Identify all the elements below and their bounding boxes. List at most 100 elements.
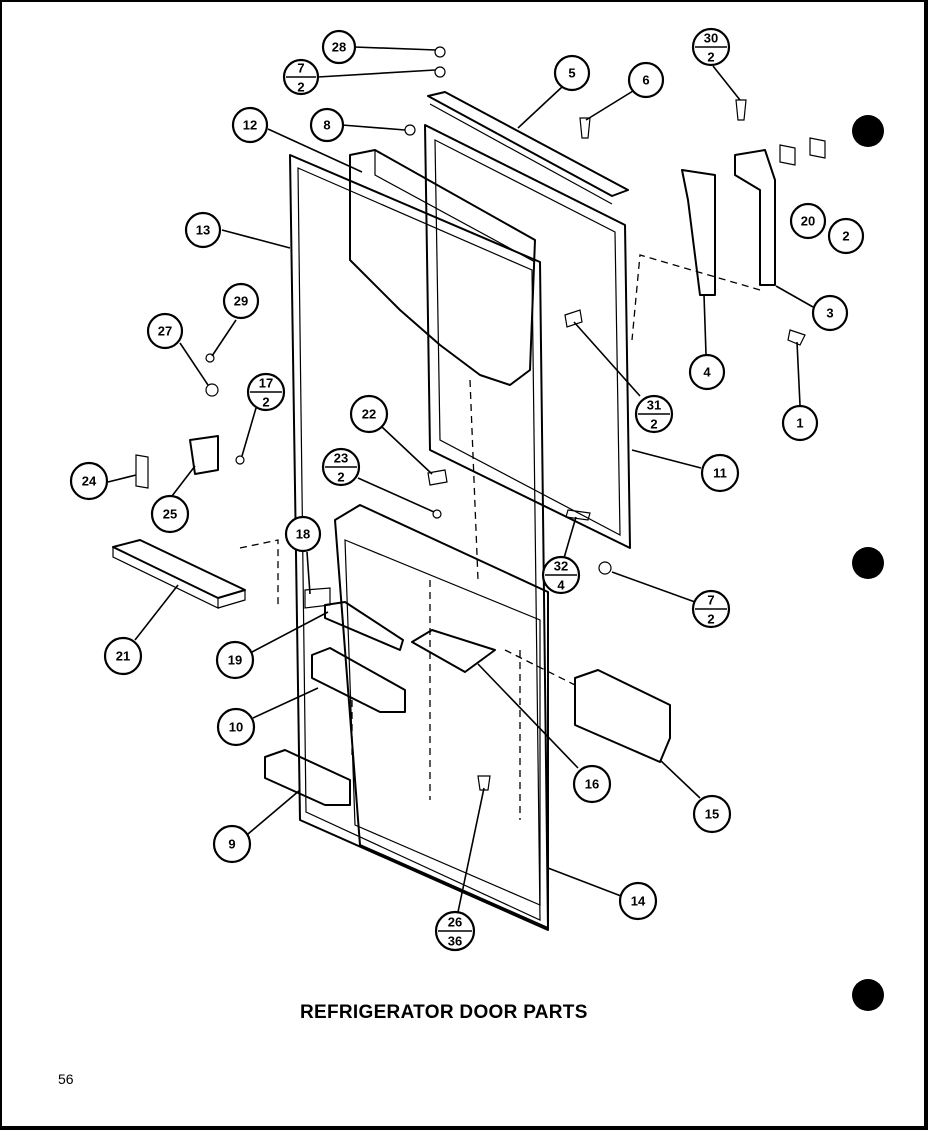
svg-text:24: 24: [82, 474, 97, 489]
nut-part-7a: [434, 66, 446, 78]
callout-24: 24: [69, 461, 109, 501]
callout-17-2: 17 2: [246, 372, 286, 412]
screw-part-17: [235, 455, 245, 465]
svg-text:32: 32: [554, 559, 568, 574]
door-panel-part-13: [289, 154, 549, 931]
svg-text:8: 8: [323, 118, 330, 133]
svg-text:9: 9: [228, 837, 235, 852]
alignment-lines: [239, 254, 761, 820]
page-number: 56: [58, 1071, 74, 1087]
callout-26-36: 26 36: [434, 910, 476, 952]
hinge-bracket-part-3: [734, 149, 776, 286]
callout-15: 15: [692, 794, 732, 834]
svg-text:3: 3: [826, 306, 833, 321]
svg-text:22: 22: [362, 407, 376, 422]
callout-21: 21: [103, 636, 143, 676]
svg-text:2: 2: [707, 612, 714, 627]
svg-text:21: 21: [116, 649, 130, 664]
callout-25: 25: [150, 494, 190, 534]
screw-part-30: [735, 99, 747, 121]
svg-text:31: 31: [647, 398, 661, 413]
svg-text:2: 2: [842, 229, 849, 244]
callout-30-2: 30 2: [691, 27, 731, 67]
bin-part-10: [311, 647, 406, 713]
svg-text:13: 13: [196, 223, 210, 238]
svg-text:11: 11: [713, 466, 727, 481]
svg-text:2: 2: [707, 50, 714, 65]
svg-text:14: 14: [631, 894, 646, 909]
svg-text:2: 2: [262, 395, 269, 410]
callout-28: 28: [321, 29, 357, 65]
callout-31-2: 31 2: [634, 394, 674, 434]
screw-part-6: [579, 117, 591, 139]
svg-text:30: 30: [704, 31, 718, 46]
svg-text:18: 18: [296, 527, 310, 542]
top-cap-part-5: [427, 91, 629, 205]
callout-11: 11: [700, 453, 740, 493]
clip-part-32: [565, 509, 591, 521]
svg-text:26: 26: [448, 915, 462, 930]
nut-part-8: [404, 124, 416, 136]
callout-18: 18: [284, 515, 322, 553]
hinge-strap-part-4: [681, 169, 716, 296]
diagram-title: REFRIGERATOR DOOR PARTS: [300, 1002, 588, 1023]
shim-part-20: [779, 144, 796, 166]
callout-9: 9: [212, 824, 252, 864]
trim-strip-part-15: [574, 669, 671, 763]
clip-part-22: [427, 469, 448, 486]
callout-19: 19: [215, 640, 255, 680]
callout-16: 16: [572, 764, 612, 804]
svg-text:4: 4: [557, 578, 565, 593]
svg-text:2: 2: [650, 417, 657, 432]
svg-text:36: 36: [448, 934, 462, 949]
callout-14: 14: [618, 881, 658, 921]
callout-27: 27: [146, 312, 184, 350]
screw-part-23: [432, 509, 442, 519]
svg-text:10: 10: [229, 720, 243, 735]
callout-12: 12: [231, 106, 269, 144]
callout-20: 20: [789, 202, 827, 240]
svg-text:7: 7: [297, 61, 304, 76]
svg-text:27: 27: [158, 324, 172, 339]
callout-10: 10: [216, 707, 256, 747]
callout-23-2: 23 2: [321, 447, 361, 487]
svg-text:19: 19: [228, 653, 242, 668]
bin-part-9: [264, 749, 351, 806]
svg-text:20: 20: [801, 214, 815, 229]
svg-text:15: 15: [705, 807, 719, 822]
nut-part-7b: [598, 561, 612, 575]
screw-part-29: [205, 353, 215, 363]
svg-text:12: 12: [243, 118, 257, 133]
callout-4: 4: [688, 353, 726, 391]
svg-text:6: 6: [642, 73, 649, 88]
svg-text:29: 29: [234, 294, 248, 309]
svg-text:17: 17: [259, 376, 273, 391]
punch-hole-bottom: [852, 979, 884, 1011]
svg-text:7: 7: [707, 593, 714, 608]
svg-text:2: 2: [337, 470, 344, 485]
punch-hole-middle: [852, 547, 884, 579]
callout-13: 13: [184, 211, 222, 249]
hinge-part-25: [189, 435, 219, 475]
shim-part-2: [809, 137, 826, 159]
lower-liner-part-14: [334, 504, 549, 929]
egg-tray-part-21: [112, 539, 246, 609]
screw-part-26: [477, 775, 491, 791]
callout-1: 1: [781, 404, 819, 442]
punch-hole-top: [852, 115, 884, 147]
callout-5: 5: [553, 54, 591, 92]
svg-text:16: 16: [585, 777, 599, 792]
svg-text:2: 2: [297, 80, 304, 95]
callout-3: 3: [811, 294, 849, 332]
svg-text:1: 1: [796, 416, 803, 431]
leader-lines: [107, 46, 814, 913]
insulation-part-12: [349, 149, 536, 386]
svg-text:28: 28: [332, 40, 346, 55]
callout-8: 8: [309, 107, 345, 143]
callout-22: 22: [349, 394, 389, 434]
plate-part-24: [135, 454, 149, 489]
callout-29: 29: [222, 282, 260, 320]
callout-2: 2: [827, 217, 865, 255]
